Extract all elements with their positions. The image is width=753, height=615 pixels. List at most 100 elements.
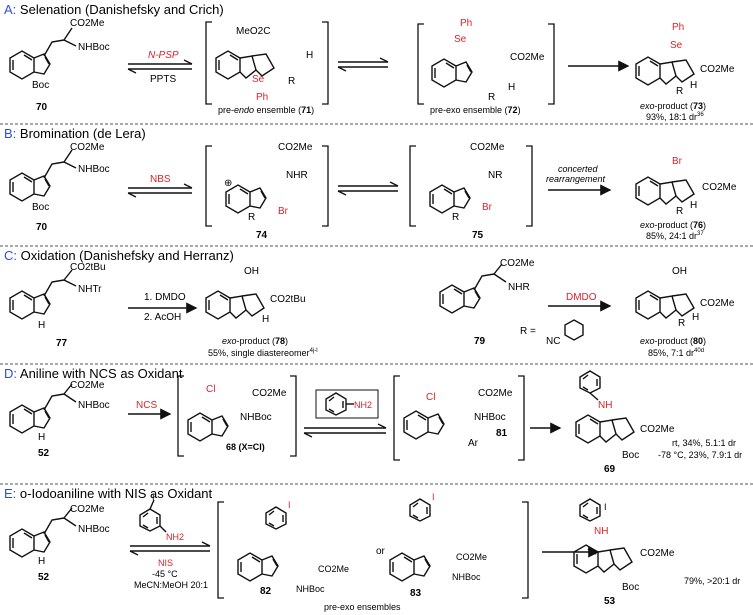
- int2-nr: NR: [488, 170, 502, 181]
- prod-ester: CO2Me: [640, 548, 675, 559]
- int2-nhboc: NHBoc: [474, 412, 506, 423]
- product-53: I NH CO2Me Boc 53 79%, >20:1 dr: [573, 498, 740, 607]
- reagent-ppts: PPTS: [150, 74, 176, 85]
- arrow-b3: concerted rearrangement: [546, 164, 612, 196]
- reagent-nbs: NBS: [150, 174, 171, 185]
- sm-nhboc: NHBoc: [78, 164, 110, 175]
- intermediate-68: Cl CO2Me NHBoc 68 (X=Cl): [177, 375, 297, 457]
- step-dmdo: 1. DMDO: [144, 292, 186, 303]
- int-cl: Cl: [206, 384, 215, 395]
- int-h: H: [306, 50, 313, 61]
- compound-77: CO2tBu NHTr H 77: [9, 262, 106, 349]
- compound-id: 70: [36, 222, 48, 233]
- r-group-definition: R = NC: [520, 319, 584, 347]
- prod-r: R: [676, 86, 683, 97]
- section-e: E: o-Iodoaniline with NIS as Oxidant CO2…: [4, 486, 740, 612]
- section-a: A: Selenation (Danishefsky and Crich) CO…: [4, 2, 735, 122]
- int2-ester: CO2Me: [478, 388, 513, 399]
- intermediate-81: Cl CO2Me NHBoc Ar 81: [393, 375, 525, 461]
- prod-ester: CO2tBu: [270, 294, 306, 305]
- prod-r: R: [678, 318, 685, 329]
- step-label-1: concerted: [558, 164, 599, 174]
- sm-ester: CO2Me: [70, 504, 105, 515]
- intermediate-75: CO2Me NR Br R 75: [409, 142, 533, 241]
- int2-iodo: I: [432, 492, 435, 502]
- int-nhboc: NHBoc: [296, 584, 325, 594]
- product-69: NH CO2Me Boc 69 rt, 34%, 5.1:1 dr -78 °C…: [575, 370, 742, 475]
- compound-id: 75: [472, 230, 484, 241]
- prod-oh: OH: [244, 266, 259, 277]
- int-ester: CO2Me: [318, 564, 349, 574]
- reagent-nh2: NH2: [166, 532, 184, 542]
- int2-ester: CO2Me: [456, 552, 487, 562]
- sm-nhtr: NHTr: [78, 284, 102, 295]
- sm-nhboc: NHBoc: [78, 42, 110, 53]
- int-ester: CO2Me: [278, 142, 313, 153]
- section-d: D: Aniline with NCS as Oxidant CO2Me NHB…: [4, 366, 742, 475]
- or-label: or: [376, 546, 386, 557]
- product-80: OH CO2Me R H exo-product (80) 85%, 7:1 d…: [635, 266, 735, 358]
- compound-52-e: CO2Me NHBoc H 52: [9, 504, 110, 583]
- caption-73: exo-product (73): [640, 101, 706, 111]
- equilibrium-arrow-a1: N-PSP PPTS: [127, 50, 193, 85]
- aniline-nh2: NH2: [354, 400, 372, 410]
- section-b-title: B: Bromination (de Lera): [4, 126, 146, 141]
- nh-label: H: [38, 432, 45, 443]
- nh-label: H: [38, 556, 45, 567]
- sm-nhboc: NHBoc: [78, 400, 110, 411]
- int-ester: MeO2C: [236, 26, 270, 37]
- sm-nhboc: NHBoc: [78, 524, 110, 535]
- condition-low-temp: -78 °C, 23%, 7.9:1 dr: [658, 450, 742, 460]
- product-78: OH CO2tBu H exo-product (78) 55%, single…: [205, 266, 318, 358]
- compound-id: 70: [36, 102, 48, 113]
- condition-rt: rt, 34%, 5.1:1 dr: [672, 438, 736, 448]
- prod-ester: CO2Me: [702, 182, 737, 193]
- compound-id: 52: [38, 448, 50, 459]
- compound-70-b: CO2Me NHBoc Boc 70: [9, 142, 110, 233]
- reagent-dmdo: DMDO: [566, 292, 597, 303]
- prod-boc: Boc: [622, 582, 639, 593]
- prod-boc: Boc: [622, 450, 639, 461]
- int2-ph: Ph: [460, 18, 472, 29]
- condition-temp: -45 °C: [152, 569, 178, 579]
- section-d-title: D: Aniline with NCS as Oxidant: [4, 366, 183, 381]
- reagent-npsp: N-PSP: [148, 50, 179, 61]
- int2-ester: CO2Me: [510, 52, 545, 63]
- yield-73: 93%, 18:1 dr36: [646, 112, 704, 122]
- prod-iodo: I: [604, 502, 607, 512]
- compound-id: 82: [260, 586, 272, 597]
- product-76: Br CO2Me R H exo-product (76) 85%, 24:1 …: [635, 156, 737, 241]
- compound-id: 52: [38, 572, 50, 583]
- prod-br: Br: [672, 156, 683, 167]
- int2-r: R: [452, 212, 459, 223]
- intermediate-72: Ph Se CO2Me R H pre-exo ensemble (72): [417, 18, 555, 115]
- reagent-iodo: I: [152, 492, 155, 502]
- prod-nh: NH: [594, 526, 608, 537]
- ensemble-caption: pre-exo ensembles: [324, 602, 401, 612]
- product-73: Ph Se CO2Me R H exo-product (73) 93%, 18…: [635, 22, 735, 122]
- condition-solvent: MeCN:MeOH 20:1: [134, 580, 208, 590]
- int2-h: H: [508, 82, 515, 93]
- sm-ester: CO2tBu: [70, 262, 106, 273]
- int-ester: CO2Me: [252, 388, 287, 399]
- prod-h: H: [690, 200, 697, 211]
- equilibrium-arrow-b2: [337, 181, 399, 196]
- int2-nhboc: NHBoc: [452, 572, 481, 582]
- prod-ester: CO2Me: [700, 298, 735, 309]
- sm-ester: CO2Me: [70, 380, 105, 391]
- prod-h: H: [690, 80, 697, 91]
- prod-h: H: [262, 314, 269, 325]
- sm-ester: CO2Me: [70, 142, 105, 153]
- compound-52-d: CO2Me NHBoc H 52: [9, 380, 110, 459]
- prod-se: Se: [670, 40, 683, 51]
- int2-r: R: [488, 92, 495, 103]
- section-c: C: Oxidation (Danishefsky and Herranz) C…: [4, 248, 735, 358]
- equilibrium-arrow-d: [303, 423, 387, 438]
- yield-80: 85%, 7:1 dr40d: [648, 348, 704, 358]
- sm-boc: Boc: [32, 80, 49, 91]
- intermediate-83: I CO2Me NHBoc 83: [389, 492, 487, 599]
- compound-70-a: CO2Me NHBoc Boc 70: [9, 18, 110, 113]
- int2-ar: Ar: [468, 438, 479, 449]
- prod-nh: NH: [598, 400, 612, 411]
